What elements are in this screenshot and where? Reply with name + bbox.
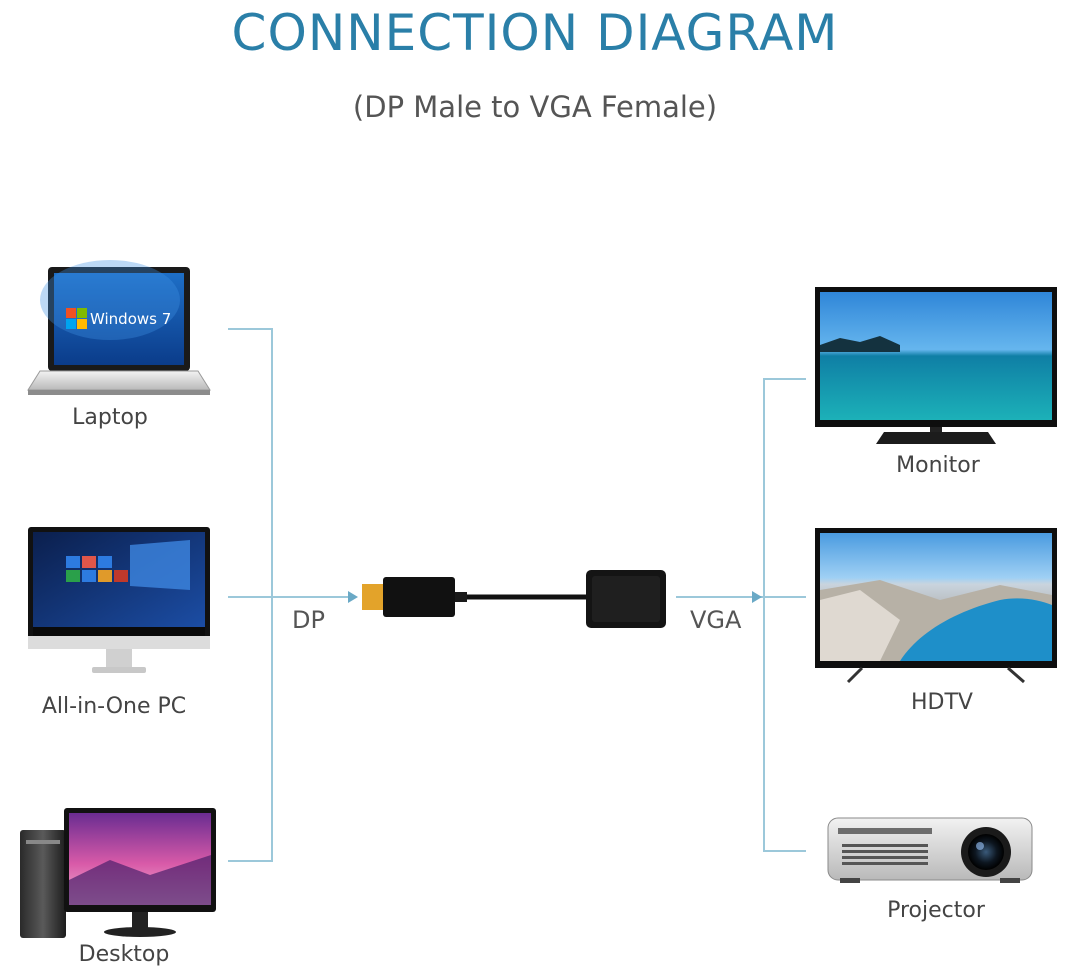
diagram-title: CONNECTION DIAGRAM [231,4,839,62]
laptop-screen-text: Windows 7 [90,310,171,328]
desktop-icon [20,808,216,938]
dp-port-label: DP [292,606,325,634]
projector-icon [827,817,1033,883]
monitor-icon [815,287,1057,444]
all-in-one-pc-label: All-in-One PC [41,694,187,719]
source-bracket [228,328,358,862]
monitor-label: Monitor [896,453,980,478]
all-in-one-pc-icon [28,527,210,673]
vga-port-label: VGA [690,606,742,634]
hdtv-label: HDTV [911,690,973,715]
dp-to-vga-adapter-icon [362,570,666,628]
laptop-icon: Windows 7 [27,260,211,395]
hdtv-icon [815,528,1057,684]
diagram-subtitle: (DP Male to VGA Female) [352,90,718,124]
laptop-label: Laptop [72,405,148,430]
destination-bracket [676,378,806,852]
desktop-label: Desktop [78,942,170,967]
projector-label: Projector [887,898,985,923]
